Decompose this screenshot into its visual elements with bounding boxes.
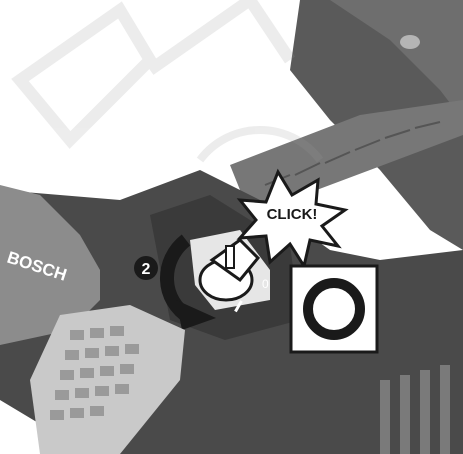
mower-bolt: [400, 35, 420, 49]
click-label: CLICK!: [267, 206, 318, 223]
switch-mark-zero: 0: [262, 277, 269, 291]
step-number: 2: [142, 261, 151, 278]
off-symbol-box: [291, 266, 377, 352]
